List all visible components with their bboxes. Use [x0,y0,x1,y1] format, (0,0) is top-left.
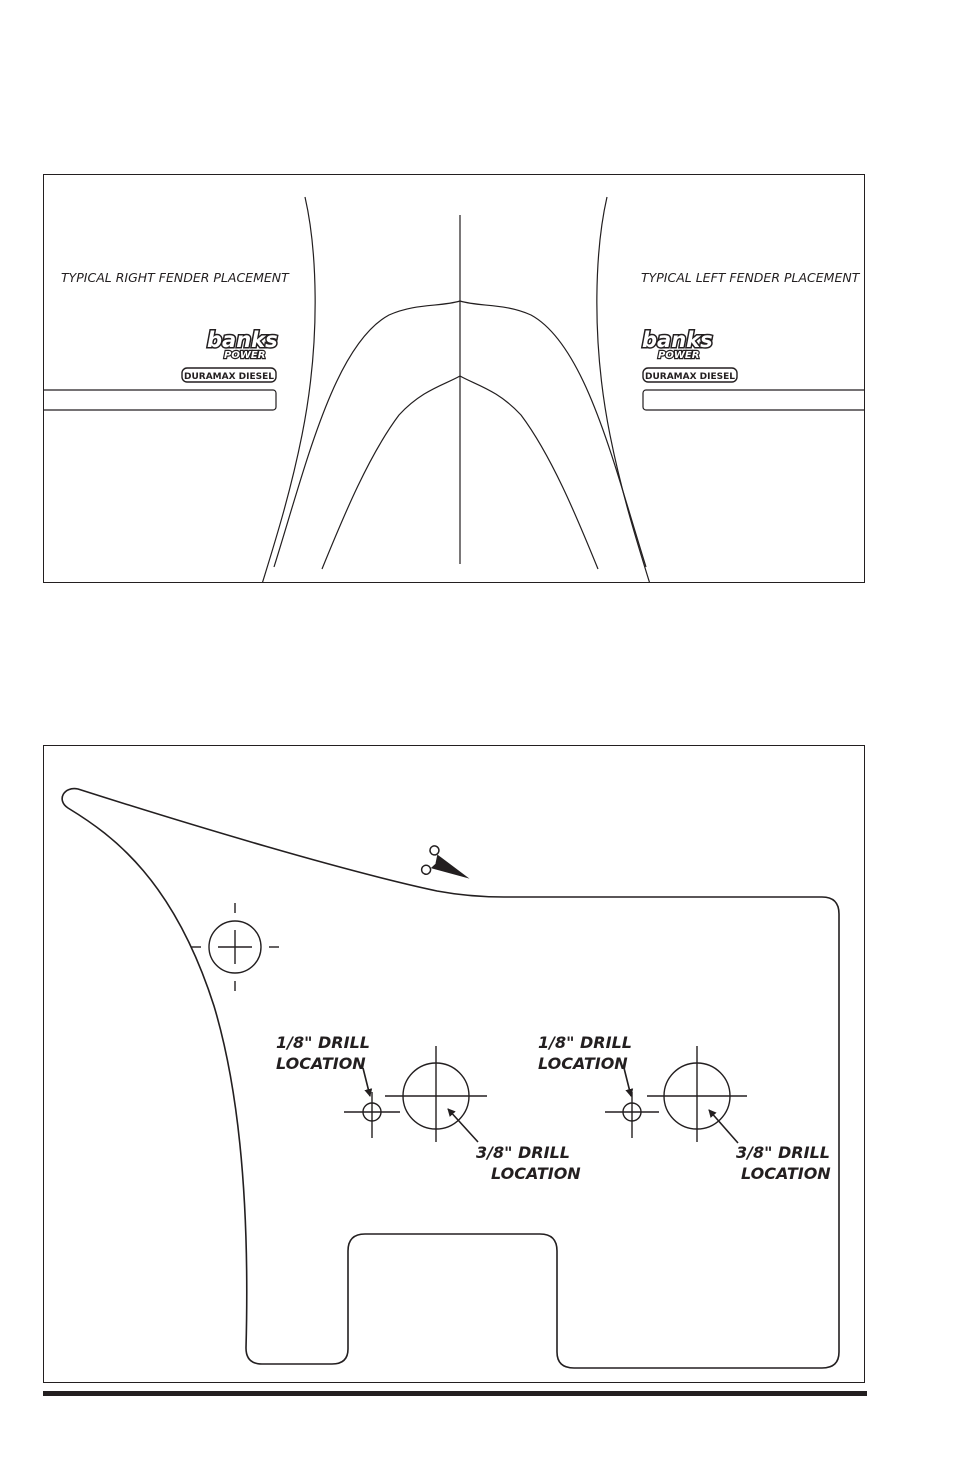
drill-group-right: 1/8" DRILL LOCATION 3/8" DRILL LOCATION [538,1033,831,1183]
footer-rule [43,1391,867,1396]
drill-template: 1/8" DRILL LOCATION 3/8" DRILL LOCATION … [43,745,865,1383]
fender-outline-right [597,197,650,583]
duramax-badge-right: DURAMAX DIESEL [182,368,276,382]
svg-text:banks: banks [207,328,278,352]
small-drill-label-1: 1/8" DRILL [538,1033,632,1052]
large-drill-mark [647,1046,747,1142]
fender-placement-template: TYPICAL RIGHT FENDER PLACEMENT TYPICAL L… [43,174,865,583]
template-outline [62,789,839,1368]
right-fender-label: TYPICAL RIGHT FENDER PLACEMENT [61,270,290,285]
left-fender-strip [643,390,865,410]
large-drill-mark [385,1046,487,1142]
svg-text:DURAMAX DIESEL: DURAMAX DIESEL [184,372,274,382]
fender-template-drawing: TYPICAL RIGHT FENDER PLACEMENT TYPICAL L… [44,175,865,583]
large-drill-label-2: LOCATION [491,1164,581,1183]
drill-template-drawing: 1/8" DRILL LOCATION 3/8" DRILL LOCATION … [44,746,865,1383]
large-drill-label-1: 3/8" DRILL [736,1143,830,1162]
svg-text:DURAMAX DIESEL: DURAMAX DIESEL [645,372,735,382]
left-fender-label: TYPICAL LEFT FENDER PLACEMENT [641,270,861,285]
scissors-icon [420,844,475,888]
banks-logo-right: banks POWER [207,328,278,361]
small-drill-label-2: LOCATION [538,1054,628,1073]
svg-text:POWER: POWER [224,350,265,361]
small-drill-label-2: LOCATION [276,1054,366,1073]
svg-text:banks: banks [642,328,713,352]
large-drill-label-2: LOCATION [741,1164,831,1183]
small-drill-mark [344,1092,400,1138]
small-drill-label-1: 1/8" DRILL [276,1033,370,1052]
banks-logo-left: banks POWER [642,328,713,361]
duramax-badge-left: DURAMAX DIESEL [643,368,737,382]
large-drill-label-1: 3/8" DRILL [476,1143,570,1162]
svg-text:POWER: POWER [658,350,699,361]
drill-group-left: 1/8" DRILL LOCATION 3/8" DRILL LOCATION [276,1033,581,1183]
small-drill-mark [605,1092,659,1138]
right-fender-strip [44,390,276,410]
